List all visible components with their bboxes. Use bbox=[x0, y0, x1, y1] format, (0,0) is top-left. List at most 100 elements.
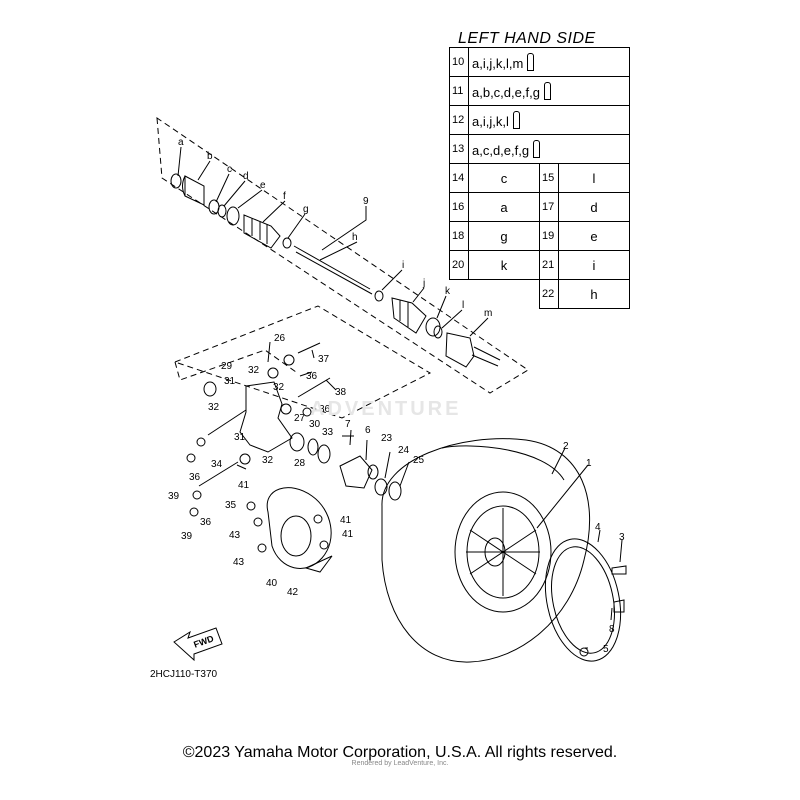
part-27-bearing bbox=[289, 432, 305, 452]
fwd-arrow-icon bbox=[173, 627, 223, 662]
grease-tube-icon bbox=[543, 82, 551, 100]
callout-41c: 41 bbox=[342, 529, 354, 540]
legend-part-sequence: a,i,j,k,l,m bbox=[468, 47, 630, 77]
callout-41b: 41 bbox=[340, 515, 352, 526]
part-2-tire bbox=[381, 438, 591, 663]
legend-ref-number: 21 bbox=[539, 250, 559, 280]
callout-1: 1 bbox=[586, 458, 592, 469]
leader-9 bbox=[321, 206, 367, 251]
callout-43a: 43 bbox=[229, 530, 241, 541]
legend-part-letter: e bbox=[558, 221, 630, 251]
tire-tread-line bbox=[441, 445, 565, 481]
legend-part-letter: a bbox=[468, 192, 540, 222]
figure-code: 2HCJ110-T370 bbox=[150, 669, 218, 680]
part-l-band bbox=[433, 325, 443, 339]
part-41-bolt-c bbox=[246, 501, 256, 511]
callout-i: i bbox=[402, 260, 404, 271]
callout-32b: 32 bbox=[273, 382, 285, 393]
callout-36b: 36 bbox=[319, 404, 331, 415]
part-39-washer-a bbox=[186, 453, 196, 463]
callout-8: 8 bbox=[609, 624, 615, 635]
callout-43b: 43 bbox=[233, 557, 245, 568]
callout-d: d bbox=[243, 171, 249, 182]
part-26-bushing bbox=[267, 367, 279, 379]
callout-34: 34 bbox=[211, 459, 223, 470]
part-41-bolt-b bbox=[319, 540, 329, 550]
watermark: ADVENTURE bbox=[310, 398, 462, 420]
callout-31b: 31 bbox=[234, 432, 246, 443]
legend-part-sequence: a,b,c,d,e,f,g bbox=[468, 76, 630, 106]
callout-31a: 31 bbox=[224, 376, 236, 387]
part-d-ring bbox=[217, 204, 227, 218]
callout-j: j bbox=[422, 278, 425, 289]
callout-3: 3 bbox=[619, 532, 625, 543]
part-29-bearing bbox=[203, 381, 217, 397]
callout-32a: 32 bbox=[248, 365, 260, 376]
legend-ref-number: 13 bbox=[449, 134, 469, 164]
knuckle-group-outline bbox=[173, 305, 432, 419]
grease-tube-icon bbox=[512, 111, 520, 129]
callout-42: 42 bbox=[287, 587, 299, 598]
callout-7: 7 bbox=[345, 419, 351, 430]
callout-m: m bbox=[484, 308, 492, 319]
legend-parts-text: a,i,j,k,l,m bbox=[472, 56, 524, 71]
legend-ref-number: 11 bbox=[449, 76, 469, 106]
part-f-boot bbox=[243, 214, 281, 249]
legend-part-letter: l bbox=[558, 163, 630, 193]
part-30-washer bbox=[307, 438, 319, 456]
callout-32c: 32 bbox=[208, 402, 220, 413]
callout-24: 24 bbox=[398, 445, 410, 456]
part-43-bolt-a bbox=[253, 517, 263, 527]
part-40-brake-disc bbox=[266, 487, 332, 569]
callout-f: f bbox=[283, 191, 286, 202]
legend-ref-number: 14 bbox=[449, 163, 469, 193]
legend-ref-number: 18 bbox=[449, 221, 469, 251]
part-a-clip bbox=[170, 173, 182, 189]
legend-part-letter: h bbox=[558, 279, 630, 309]
callout-c: c bbox=[227, 164, 232, 175]
part-36-nut-a bbox=[302, 407, 312, 417]
callout-30: 30 bbox=[309, 419, 321, 430]
leader-lines bbox=[177, 146, 623, 649]
callout-27: 27 bbox=[294, 413, 306, 424]
part-i-ring bbox=[374, 290, 384, 302]
legend-ref-number: 15 bbox=[539, 163, 559, 193]
legend-part-letter: k bbox=[468, 250, 540, 280]
part-34-bolt bbox=[207, 409, 247, 436]
part-25-spacer bbox=[388, 481, 402, 501]
callout-l: l bbox=[462, 300, 464, 311]
grease-tube-icon bbox=[533, 140, 541, 158]
callout-28: 28 bbox=[294, 458, 306, 469]
legend-ref-number: 22 bbox=[539, 279, 559, 309]
part-32-bushing-b bbox=[280, 403, 292, 415]
legend-parts-text: a,i,j,k,l bbox=[472, 114, 509, 129]
legend-ref-number: 10 bbox=[449, 47, 469, 77]
callout-25: 25 bbox=[413, 455, 425, 466]
legend-parts-text: a,c,d,e,f,g bbox=[472, 143, 530, 158]
part-6-hub bbox=[339, 455, 373, 489]
part-33-ring bbox=[317, 444, 331, 464]
part-41-bolt-a bbox=[313, 514, 323, 524]
legend-ref-number: 12 bbox=[449, 105, 469, 135]
part-24-seal bbox=[374, 478, 388, 496]
callout-6: 6 bbox=[365, 425, 371, 436]
part-1-wheel bbox=[454, 491, 552, 613]
legend-title: LEFT HAND SIDE bbox=[458, 30, 596, 47]
legend-parts-text: a,b,c,d,e,f,g bbox=[472, 85, 540, 100]
legend-ref-number: 16 bbox=[449, 192, 469, 222]
callout-39b: 39 bbox=[181, 531, 193, 542]
part-39-washer-b bbox=[189, 507, 199, 517]
callout-b: b bbox=[207, 151, 213, 162]
legend-empty-cell bbox=[450, 280, 469, 309]
callout-40: 40 bbox=[266, 578, 278, 589]
wheel-spokes bbox=[466, 508, 540, 596]
callout-29: 29 bbox=[221, 361, 233, 372]
callout-41a: 41 bbox=[238, 480, 250, 491]
knuckle-inner-outline bbox=[174, 349, 297, 381]
part-k-band bbox=[425, 317, 441, 337]
